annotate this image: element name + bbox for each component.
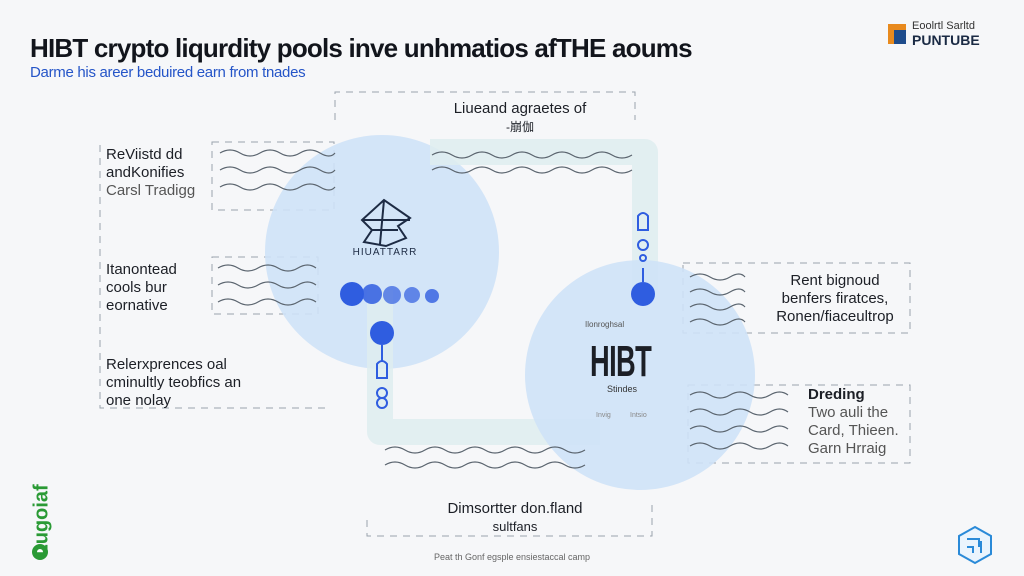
brand-line-1: Eoolrtl Sarltd (912, 20, 975, 32)
right-block-2-title: Dreding (808, 386, 865, 403)
left-frame (99, 145, 330, 409)
bottom-label: Dimsortter don.fland sultfans (410, 500, 620, 536)
right-block-2: Dreding Two auli the Card, Thieen. Garn … (808, 386, 899, 458)
token-flow-dots (340, 282, 655, 345)
right-block-2-line-1: Two auli the (808, 404, 889, 421)
left-block-2: Itanontead cools bur eornative (106, 261, 177, 315)
hibt-tiny-2: Intsio (630, 412, 647, 419)
hibt-logo-text: HIBT (590, 337, 652, 386)
bottom-label-line-1: Dimsortter don.fland (447, 500, 583, 517)
left-block-1: ReViistd dd andKonifies Carsl Tradigg (106, 146, 195, 200)
left-block-3-line-3: one nolay (106, 392, 172, 409)
bottom-label-line-2: sultfans (492, 519, 538, 534)
left-block-3-line-1: Relerxprences oal (106, 356, 227, 373)
side-logo-badge-icon (32, 544, 48, 560)
left-block-2-line-1: Itanontead (106, 261, 177, 278)
right-block-2-line-2: Card, Thieen. (808, 422, 899, 439)
right-circle (525, 260, 755, 490)
right-block-1: Rent bignoud benfers firatces, Ronen/fia… (760, 272, 910, 326)
left-block-1-line-3: Carsl Tradigg (106, 182, 196, 199)
top-label-line-1: Liueand agraetes of (453, 100, 587, 117)
left-block-2-line-3: eornative (106, 297, 168, 314)
hibt-tiny-1: Invig (596, 412, 611, 419)
page-title: HIBT crypto liqurdity pools inve unhmati… (30, 33, 693, 63)
left-circle (265, 135, 499, 369)
left-block-2-line-2: cools bur (106, 279, 167, 296)
footer-text: Peat th Gonf egsple ensiestaccal camp (433, 552, 591, 562)
chip-hex-icon (958, 525, 992, 565)
top-label: Liueand agraetes of -崩伽 (420, 100, 620, 136)
right-block-2-line-3: Garn Hrraig (808, 440, 887, 457)
top-label-line-2: -崩伽 (506, 120, 534, 134)
right-block-1-line-3: Ronen/fiaceultrop (776, 308, 894, 325)
bottom-label-frame (366, 500, 653, 537)
right-block-1-line-1: Rent bignoud (790, 272, 880, 289)
brand-line-2: PUNTUBE (912, 32, 980, 48)
brand-logo: Eoolrtl Sarltd PUNTUBE (888, 18, 998, 48)
top-label-frame (334, 91, 636, 120)
hibt-small-top: Ilonroghsal (585, 320, 625, 329)
pool-logo-text: HIUATTARR (352, 247, 418, 258)
wave-lines (217, 149, 789, 469)
lock-connectors-icon (376, 212, 649, 409)
left-block-3: Relerxprences oal cminultly teobfics an … (106, 356, 241, 410)
brand-mark-icon (888, 24, 906, 44)
left-block-3-line-2: cminultly teobfics an (106, 374, 242, 391)
pool-logo-icon (360, 198, 412, 248)
side-logo-text: Lugoiaf (30, 484, 53, 557)
left-block-1-line-2: andKonifies (106, 164, 185, 181)
left-block-1-line-1: ReViistd dd (106, 146, 183, 163)
page-subtitle: Darme his areer beduired earn from tnade… (30, 64, 306, 81)
side-logo: Lugoiaf (22, 455, 58, 565)
right-block-1-line-2: benfers firatces, (781, 290, 889, 307)
hibt-sub: Stindes (606, 384, 638, 394)
